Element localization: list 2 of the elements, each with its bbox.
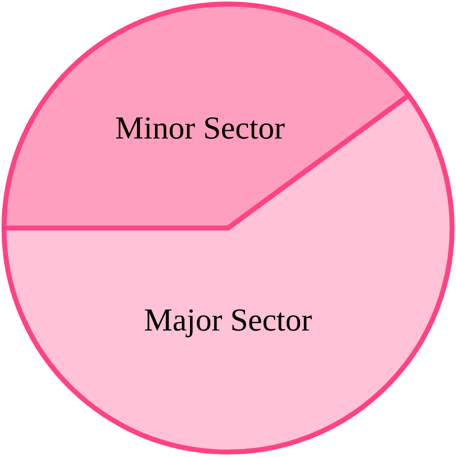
sector-label: Major Sector [144, 302, 312, 338]
sector-label: Minor Sector [115, 110, 285, 146]
